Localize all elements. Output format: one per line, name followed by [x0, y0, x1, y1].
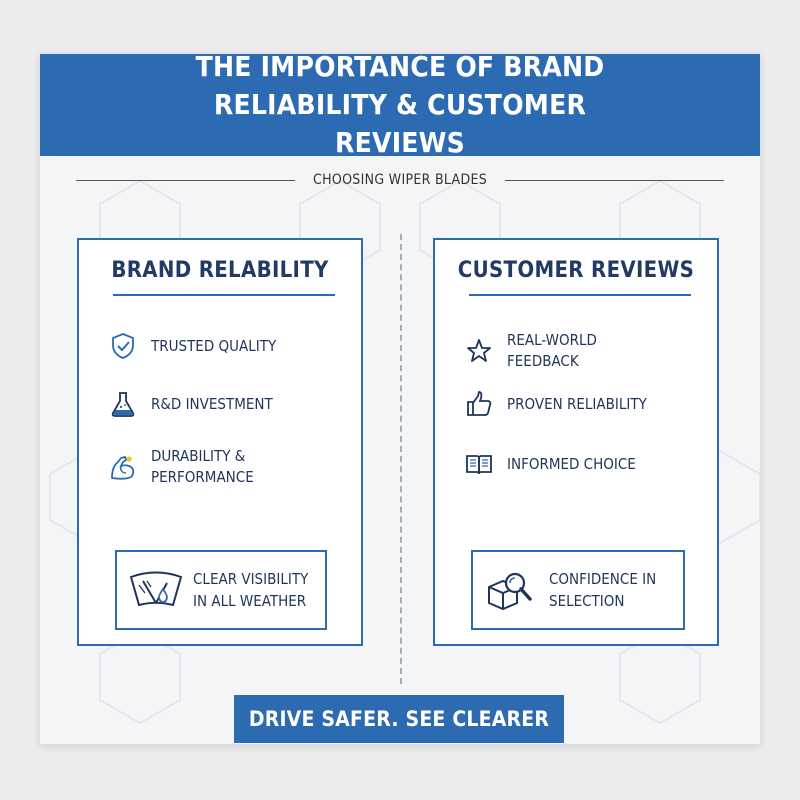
subtitle: CHOOSING WIPER BLADES	[313, 172, 487, 188]
infographic: THE IMPORTANCE OF BRAND RELIABILITY & CU…	[40, 54, 760, 744]
card-title: CUSTOMER REVIEWS	[457, 258, 695, 283]
windshield-wiper-icon	[127, 567, 185, 613]
subtitle-rule-right	[505, 179, 724, 181]
list-item: PROVEN RELIABILITY	[465, 390, 647, 418]
flask-icon	[109, 390, 137, 418]
feature-label-line: CLEAR VISIBILITY	[193, 570, 309, 588]
item-label-line: PERFORMANCE	[151, 468, 254, 486]
header-banner: THE IMPORTANCE OF BRAND RELIABILITY & CU…	[40, 54, 760, 159]
page-title: THE IMPORTANCE OF BRAND RELIABILITY & CU…	[195, 54, 605, 159]
open-book-icon	[465, 450, 493, 478]
card-title: BRAND RELABILITY	[111, 258, 329, 283]
item-label: DURABILITY & PERFORMANCE	[151, 446, 254, 488]
item-label: REAL-WORLD FEEDBACK	[507, 330, 597, 372]
feature-label-line: SELECTION	[549, 592, 625, 610]
feature-label-line: CONFIDENCE IN	[549, 570, 657, 588]
thumbs-up-icon	[465, 390, 493, 418]
subtitle-row: CHOOSING WIPER BLADES	[76, 168, 724, 192]
item-label: TRUSTED QUALITY	[151, 336, 277, 355]
list-item: R&D INVESTMENT	[109, 390, 273, 418]
customer-reviews-card: CUSTOMER REVIEWS REAL-WORLD FEEDBACK PRO…	[433, 238, 719, 646]
feature-label: CONFIDENCE IN SELECTION	[549, 568, 656, 612]
list-item: DURABILITY & PERFORMANCE	[109, 446, 254, 488]
item-label-line: FEEDBACK	[507, 352, 579, 370]
item-label: INFORMED CHOICE	[507, 454, 636, 473]
card-title-rule	[469, 294, 691, 296]
list-item: REAL-WORLD FEEDBACK	[465, 330, 597, 372]
card-title-rule	[113, 294, 335, 296]
item-label-line: REAL-WORLD	[507, 331, 597, 349]
list-item: TRUSTED QUALITY	[109, 332, 276, 360]
item-label: PROVEN RELIABILITY	[507, 394, 647, 413]
feature-box: CONFIDENCE IN SELECTION	[471, 550, 685, 630]
subtitle-rule-left	[76, 179, 295, 181]
item-label-line: DURABILITY &	[151, 447, 246, 465]
footer-label: DRIVE SAFER. SEE CLEARER	[248, 707, 550, 731]
shield-check-icon	[109, 332, 137, 360]
footer-banner: DRIVE SAFER. SEE CLEARER	[234, 695, 564, 743]
center-divider	[400, 234, 402, 684]
item-label: R&D INVESTMENT	[151, 394, 273, 413]
feature-label: CLEAR VISIBILITY IN ALL WEATHER	[193, 568, 308, 612]
feature-box: CLEAR VISIBILITY IN ALL WEATHER	[115, 550, 327, 630]
magnifier-box-icon	[483, 567, 541, 613]
flexed-arm-icon	[109, 453, 137, 481]
list-item: INFORMED CHOICE	[465, 450, 636, 478]
feature-label-line: IN ALL WEATHER	[193, 592, 307, 610]
star-icon	[465, 337, 493, 365]
brand-reliability-card: BRAND RELABILITY TRUSTED QUALITY R&D INV…	[77, 238, 363, 646]
